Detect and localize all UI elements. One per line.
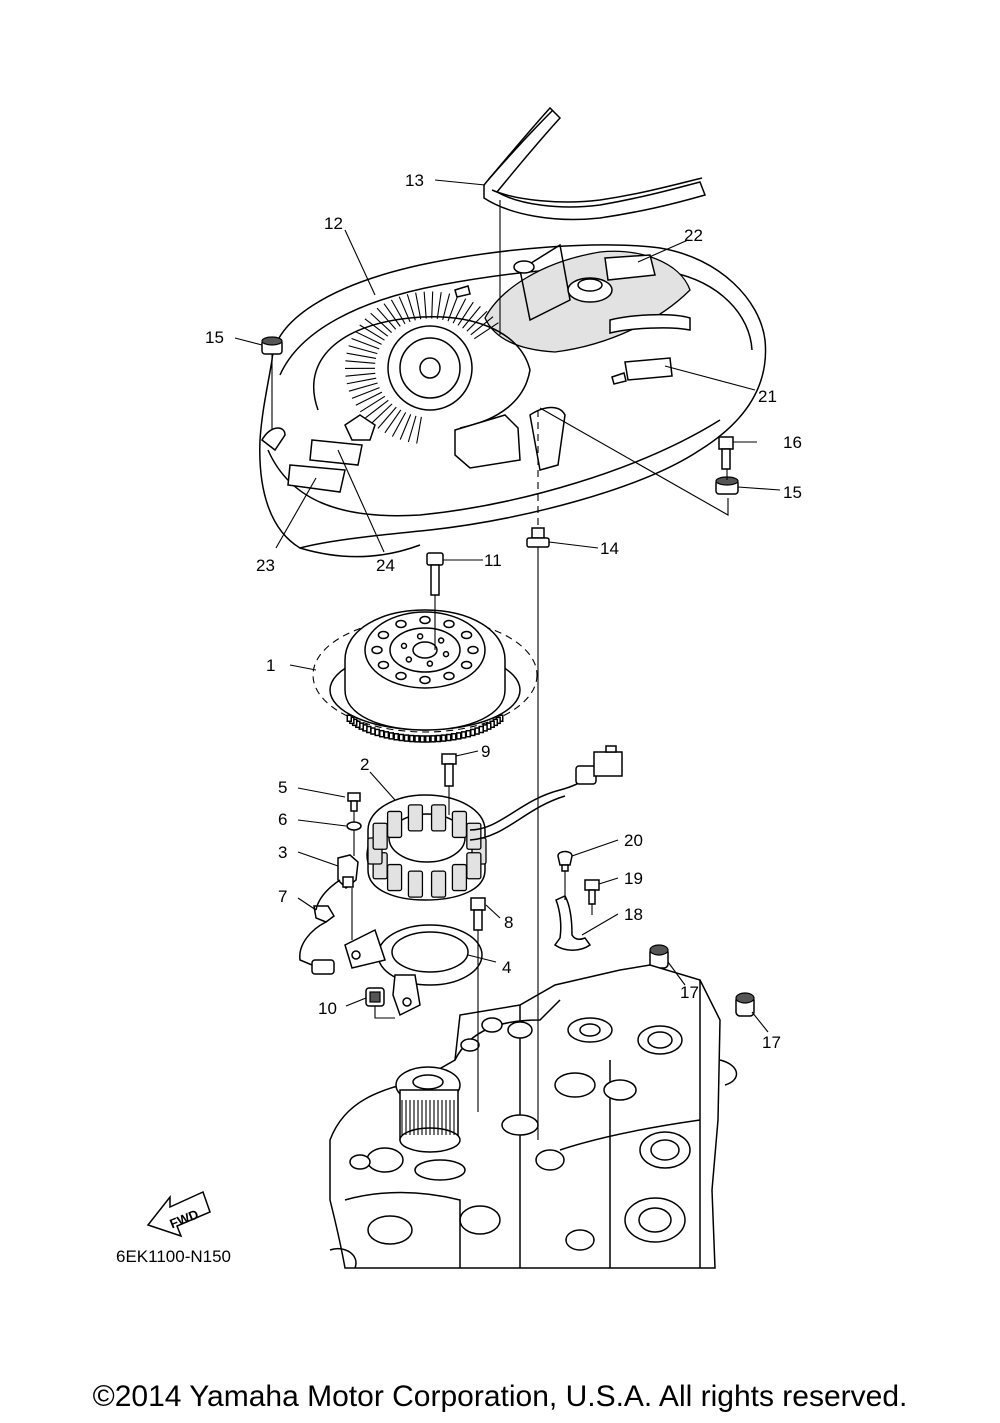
callout-8: 8 bbox=[504, 913, 513, 932]
callout-9: 9 bbox=[481, 742, 490, 761]
part-8-bolt bbox=[470, 897, 486, 931]
copyright-notice: ©2014 Yamaha Motor Corporation, U.S.A. A… bbox=[92, 1380, 908, 1413]
part-17-grommet-a bbox=[649, 944, 669, 969]
stator-connector bbox=[575, 745, 623, 785]
part-6-washer bbox=[346, 821, 362, 831]
callout-17-a: 17 bbox=[680, 983, 699, 1002]
fwd-arrow-icon: FWD bbox=[146, 1190, 211, 1238]
part-2-stator bbox=[366, 775, 591, 901]
part-10-connector bbox=[365, 987, 385, 1007]
part-14-collar bbox=[526, 527, 550, 548]
callout-15-lower: 15 bbox=[783, 483, 802, 502]
part-19-bolt bbox=[584, 879, 600, 905]
part-17-grommet-b bbox=[735, 992, 755, 1017]
callout-3: 3 bbox=[278, 843, 287, 862]
callout-21: 21 bbox=[758, 387, 777, 406]
part-3-pulser-coil bbox=[337, 854, 359, 890]
callout-5: 5 bbox=[278, 778, 287, 797]
callout-1: 1 bbox=[266, 656, 275, 675]
part-7-clip bbox=[313, 905, 335, 923]
diagram-code: 6EK1100-N150 bbox=[116, 1247, 231, 1266]
part-15-grommet-left bbox=[261, 336, 283, 355]
callout-2: 2 bbox=[360, 755, 369, 774]
callout-12: 12 bbox=[324, 214, 343, 233]
assembly-lines bbox=[271, 200, 729, 1140]
callout-17-b: 17 bbox=[762, 1033, 781, 1052]
part-13-seal-strip bbox=[483, 106, 706, 221]
callout-13: 13 bbox=[405, 171, 424, 190]
callout-14: 14 bbox=[600, 539, 619, 558]
callout-24: 24 bbox=[376, 556, 395, 575]
callout-22: 22 bbox=[684, 226, 703, 245]
callout-6: 6 bbox=[278, 810, 287, 829]
part-9-bolt bbox=[441, 753, 457, 787]
callout-20: 20 bbox=[624, 831, 643, 850]
callout-4: 4 bbox=[502, 958, 511, 977]
callout-23: 23 bbox=[256, 556, 275, 575]
callout-11: 11 bbox=[484, 551, 502, 570]
callout-19: 19 bbox=[624, 869, 643, 888]
sensor-wiring bbox=[299, 879, 341, 975]
part-16-bolt bbox=[718, 436, 734, 470]
callout-16: 16 bbox=[783, 433, 802, 452]
engine-block bbox=[329, 964, 738, 1269]
part-20-plug bbox=[557, 850, 573, 872]
callout-leaders bbox=[234, 179, 781, 1033]
callout-15-upper: 15 bbox=[205, 328, 224, 347]
callout-18: 18 bbox=[624, 905, 643, 924]
part-12-flywheel-cover bbox=[259, 243, 767, 558]
callout-labels: 13 12 22 15 21 16 15 14 23 24 11 1 9 2 5… bbox=[205, 171, 802, 1052]
part-11-bolt bbox=[426, 552, 444, 596]
part-1-flywheel bbox=[312, 609, 538, 743]
part-4-stator-base bbox=[344, 924, 483, 1017]
callout-7: 7 bbox=[278, 887, 287, 906]
callout-10: 10 bbox=[318, 999, 337, 1018]
part-18-bracket bbox=[553, 895, 592, 951]
part-5-screw bbox=[347, 792, 361, 812]
